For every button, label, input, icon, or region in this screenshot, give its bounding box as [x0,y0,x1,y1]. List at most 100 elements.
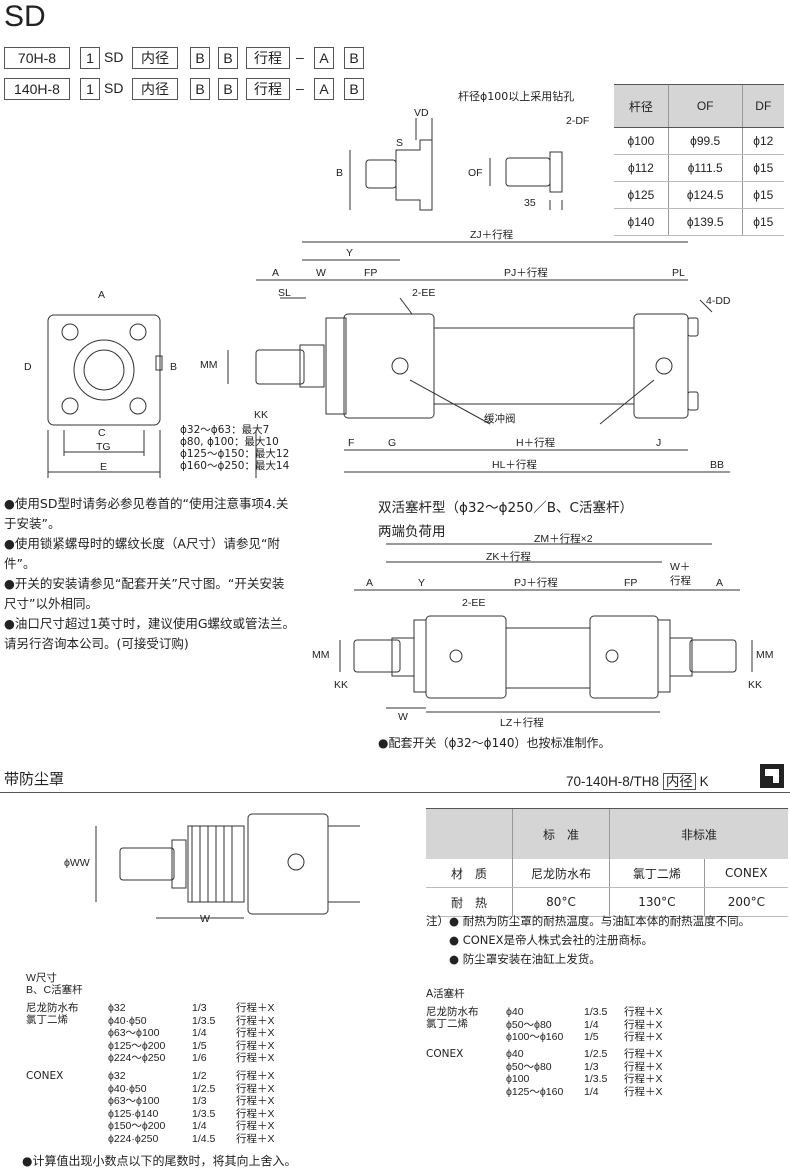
dust-code-model: 70-140H-8/TH8 [566,774,660,789]
double-rod-title: 双活塞杆型（ϕ32～ϕ250／B、C活塞杆） [378,500,633,516]
rod-table-header: 杆径 OF DF [614,84,784,128]
table-header: 标 准 非标准 [426,808,788,859]
label-pj: PJ＋行程 [504,266,548,279]
code-b3: B [344,78,364,100]
cell: ϕ124.5 [667,181,743,209]
rod-left [353,639,401,673]
note-line: 注）● 耐热为防尘罩的耐热温度。与油缸本体的耐热温度不同。 [426,914,751,928]
dust-code: 70-140H-8/TH8 内径 K [566,770,709,790]
note-line: 尺寸”以外相同。 [4,596,98,611]
label-s: S [396,137,403,149]
label-b: B [336,167,343,179]
port-label-b: B [170,361,177,373]
label-kk: KK [254,409,268,421]
kk-limits: ϕ32～ϕ63：最大7 ϕ80, ϕ100：最大10 ϕ125～ϕ150：最大1… [180,424,289,472]
cell: 耐 热 [426,887,513,917]
label-ww: ϕWW [64,857,90,869]
label-mm-left: MM [312,649,330,661]
page-title: SD [4,0,46,33]
list-item: ϕ80, ϕ100：最大10 [180,436,289,448]
w-subtitle: B、C活塞杆 [26,984,83,996]
code-b2: B [218,78,238,100]
code-a: A [314,78,334,100]
switch-note: ●配套开关（ϕ32～ϕ140）也按标准制作。 [378,736,611,750]
dust-boot-drawing: ϕWW W [64,813,360,925]
code-b1: B [190,47,210,69]
rod-end-detail [365,159,397,189]
table-row: 耐 热 80°C 130°C 200°C [426,887,788,917]
code-bore: 内径 [132,47,178,69]
cushion-valve-front [391,357,409,375]
code-n: 1 [80,47,100,69]
kk-value: ：最大10 [233,436,279,448]
label-e: E [100,461,107,473]
cell: 尼龙防水布 [512,859,610,888]
list-item: ϕ125～ϕ150：最大12 [180,448,289,460]
cap-cover [633,313,689,419]
label-fp: FP [364,267,377,279]
code-type: SD [104,80,124,96]
dust-boot-table: 标 准 非标准 材 质 尼龙防水布 氯丁二烯 CONEX 耐 热 80°C 13… [426,808,788,917]
port-label-d: D [24,361,32,373]
label-w-stroke: 行程 [670,574,691,587]
cell: ϕ12 [741,127,784,155]
label-fp: FP [624,577,637,589]
drilled-rod-detail [505,157,551,187]
a-dims-title: A活塞杆 [426,988,465,1000]
code-bore: 内径 [132,78,178,100]
usage-notes: ●使用SD型时请务必参见卷首的“使用注意事项4.关 于安装”。 ●使用锁紧螺母时… [4,494,344,654]
code-model: 70H-8 [4,47,70,69]
code-type: SD [104,49,124,65]
label-w-plus: W＋ [670,561,690,573]
note-line: ● CONEX是帝人株式会社的注册商标。 [426,933,654,947]
cell: ϕ140 [614,208,669,236]
port-plug [155,355,163,371]
kk-range: ϕ80, ϕ100 [180,436,234,448]
label-tg: TG [96,441,111,453]
label-w: W [200,913,210,925]
label-y: Y [418,577,425,589]
kk-value: ：最大7 [231,424,270,436]
note-line: 请另行咨询本公司。(可接受订购) [4,636,189,651]
label-h: H＋行程 [516,436,556,449]
a-group-name: CONEX [426,1048,464,1060]
label-kk-left: KK [334,679,348,691]
header-cell [426,808,513,859]
code-b3: B [344,47,364,69]
cell: ϕ100 [614,127,669,155]
double-rod-drawing: ZM＋行程×2 ZK＋行程 W＋ 行程 A Y PJ＋行程 FP A 2-EE … [312,532,774,729]
double-labels: ZM＋行程×2 ZK＋行程 W＋ 行程 A Y PJ＋行程 FP A 2-EE … [312,532,774,729]
label-j: J [656,437,661,449]
w-footnote: ●计算值出现小数点以下的尾数时，将其向上舍入。 [22,1154,297,1168]
table-row: 材 质 尼龙防水布 氯丁二烯 CONEX [426,859,788,888]
kk-range: ϕ160～ϕ250 [180,460,245,472]
cell: 130°C [609,887,705,917]
port-label-c: C [98,427,106,439]
piston-rod [255,349,305,385]
list-item: ϕ160～ϕ250：最大14 [180,460,289,472]
label-hl: HL＋行程 [492,458,537,471]
label-sl: SL [278,287,291,299]
port-label-a: A [98,289,105,301]
label-kk-right: KK [748,679,762,691]
head [247,813,329,915]
label-mm: MM [200,359,218,371]
head-left [425,615,507,699]
cell: ϕ15 [741,181,784,209]
code-dash: – [296,80,304,96]
code-dash: – [296,49,304,65]
front-view-flange [47,314,161,426]
pdf-icon [760,764,784,788]
kk-range: ϕ32～ϕ63 [180,424,232,436]
code-a: A [314,47,334,69]
nut-right [669,637,693,677]
label-y: Y [346,247,353,259]
cell: ϕ15 [741,154,784,182]
header-cell: 标 准 [512,808,610,859]
cell: CONEX [703,859,788,888]
tube [505,627,591,689]
label-dd: 4-DD [706,295,731,307]
rod [119,847,175,881]
